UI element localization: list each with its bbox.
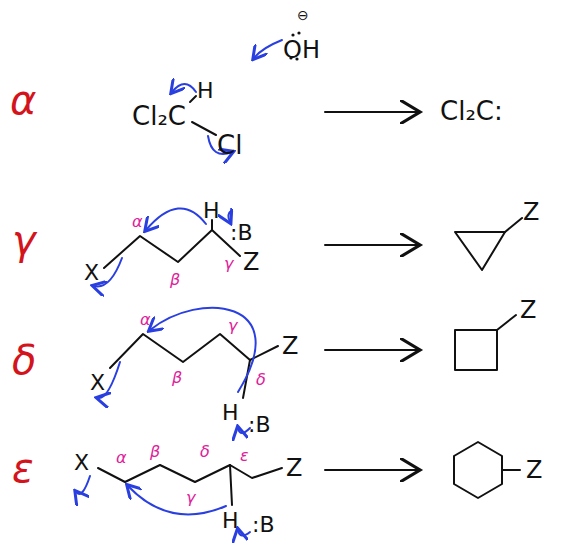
charge: ⊖ xyxy=(297,8,309,22)
position-label: γ xyxy=(228,318,237,334)
position-label: γ xyxy=(186,490,195,506)
atom: X xyxy=(84,262,99,284)
row-letter: δ xyxy=(12,340,36,380)
position-label: β xyxy=(150,444,160,460)
atom: Z xyxy=(520,298,536,322)
atom: Z xyxy=(243,250,259,274)
atom: Z xyxy=(282,334,298,358)
position-label: δ xyxy=(200,444,210,460)
position-label: β xyxy=(170,272,180,288)
atom: X xyxy=(74,452,89,474)
atom: OH xyxy=(283,38,320,62)
atom: :B xyxy=(248,414,271,436)
position-label: α xyxy=(132,214,143,230)
atom: :B xyxy=(252,514,275,536)
atom: Z xyxy=(526,458,542,482)
position-label: β xyxy=(172,370,182,386)
position-label: α xyxy=(116,450,127,466)
row-letter: γ xyxy=(12,220,36,260)
atom: H xyxy=(222,510,239,532)
atom: Z xyxy=(286,456,302,480)
position-label: ε xyxy=(240,448,249,464)
row-letter: α xyxy=(10,80,36,120)
atom: :B xyxy=(230,222,253,244)
atom: Cl₂C: xyxy=(440,98,503,124)
atom: Cl₂C xyxy=(132,103,186,129)
atom: H xyxy=(203,200,220,222)
atom: X xyxy=(90,372,105,394)
position-label: δ xyxy=(256,372,266,388)
row-letter: ε xyxy=(12,448,34,488)
atom: H xyxy=(222,402,239,424)
atom: Z xyxy=(523,200,539,224)
position-label: α xyxy=(140,312,151,328)
atom: Cl xyxy=(217,132,242,158)
atom: H xyxy=(197,80,214,102)
position-label: γ xyxy=(224,256,233,272)
